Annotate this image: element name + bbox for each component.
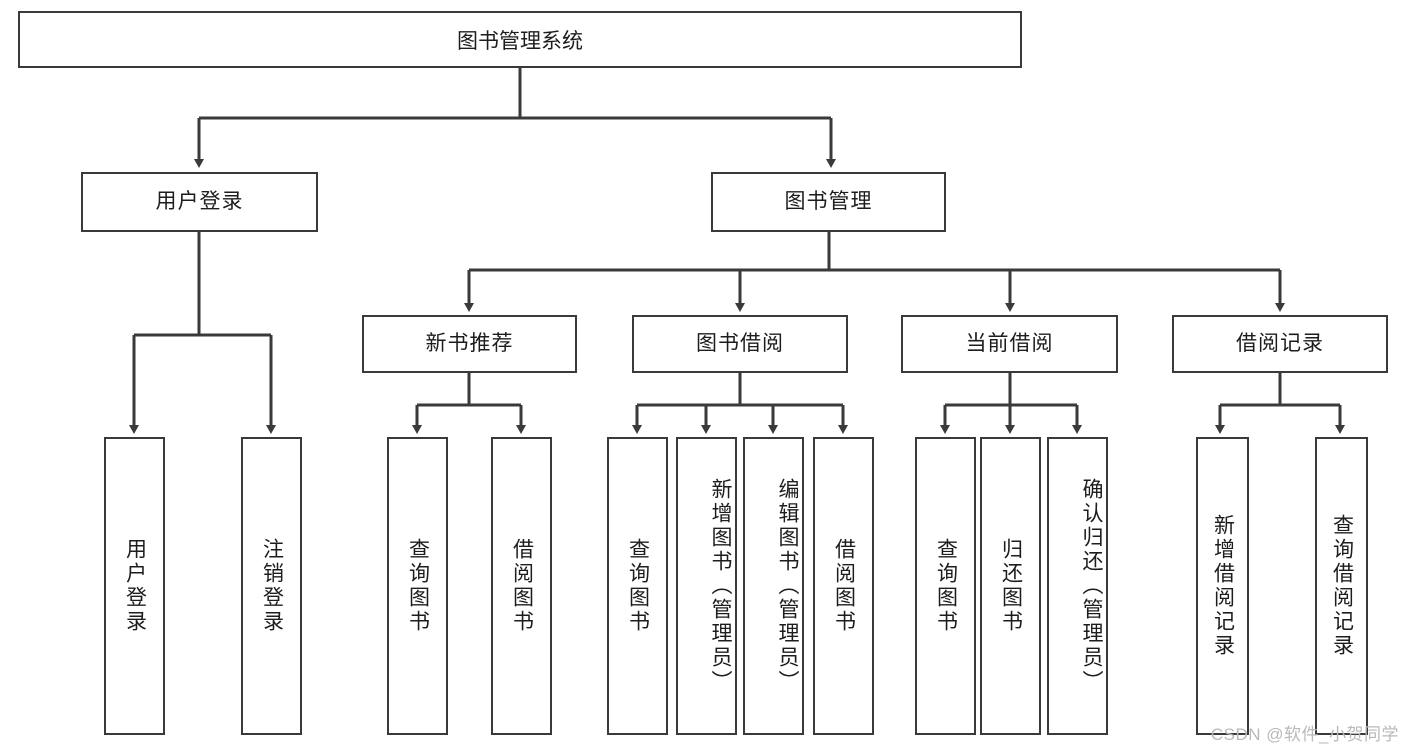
node-book-borrow[interactable]: 图书借阅 xyxy=(632,315,848,373)
leaf-user-logout[interactable]: 注销登录 xyxy=(241,437,302,735)
leaf-query-book-borrow[interactable]: 查询图书 xyxy=(607,437,668,735)
leaf-return-book[interactable]: 归还图书 xyxy=(980,437,1041,735)
leaf-confirm-return-admin[interactable]: 确认归还（管理员） xyxy=(1047,437,1108,735)
leaf-add-borrow-record[interactable]: 新增借阅记录 xyxy=(1196,437,1249,735)
node-borrow-records[interactable]: 借阅记录 xyxy=(1172,315,1388,373)
csdn-watermark: CSDN @软件_小贺同学 xyxy=(1210,725,1399,744)
node-user-login[interactable]: 用户登录 xyxy=(81,172,318,232)
leaf-user-login[interactable]: 用户登录 xyxy=(104,437,165,735)
leaf-borrow-book[interactable]: 借阅图书 xyxy=(813,437,874,735)
node-root-system[interactable]: 图书管理系统 xyxy=(18,11,1022,68)
leaf-query-book-recommend[interactable]: 查询图书 xyxy=(387,437,448,735)
node-new-book-recommend[interactable]: 新书推荐 xyxy=(362,315,577,373)
leaf-borrow-book-recommend[interactable]: 借阅图书 xyxy=(491,437,552,735)
leaf-edit-book-admin[interactable]: 编辑图书（管理员） xyxy=(743,437,804,735)
node-book-management[interactable]: 图书管理 xyxy=(711,172,946,232)
leaf-add-book-admin[interactable]: 新增图书（管理员） xyxy=(676,437,737,735)
node-current-borrow[interactable]: 当前借阅 xyxy=(901,315,1118,373)
leaf-query-borrow-record[interactable]: 查询借阅记录 xyxy=(1315,437,1368,735)
leaf-query-book-current[interactable]: 查询图书 xyxy=(915,437,976,735)
